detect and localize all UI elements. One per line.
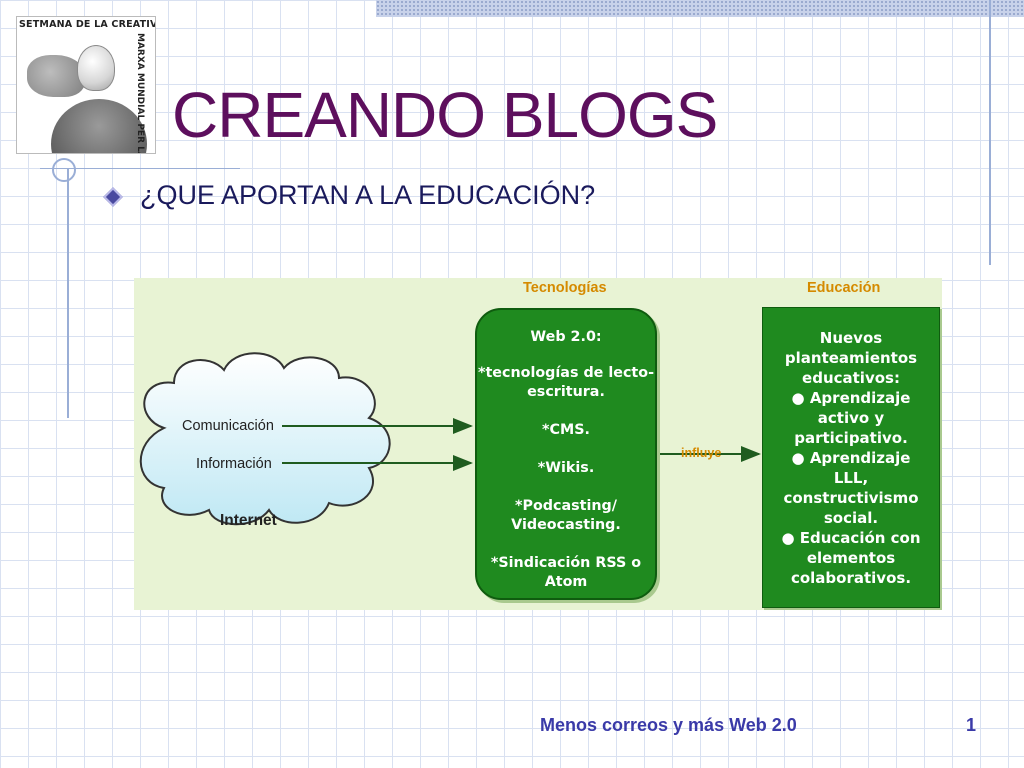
logo-top-text: SETMANA DE LA CREATIVITITAT [19, 19, 155, 30]
diagram-graphics [139, 352, 761, 526]
logo-hand-image [27, 55, 85, 97]
edu-line: colaborativos. [790, 569, 912, 587]
tech-item: *Wikis. [537, 460, 595, 476]
edu-line: LLL, [833, 469, 869, 487]
cloud-shape [139, 352, 391, 526]
column-label-tecnologias: Tecnologías [523, 280, 607, 296]
logo-head-image [51, 99, 147, 153]
logo-side-text: MARXA MUNDIAL PER LA PAU [135, 33, 145, 154]
tech-item: *Sindicación RSS o Atom [490, 555, 642, 590]
edu-box: Nuevos planteamientos educativos: ● Apre… [762, 307, 940, 608]
edu-line: activo y [817, 409, 885, 427]
logo: SETMANA DE LA CREATIVITITAT MARXA MUNDIA… [16, 16, 156, 154]
label-internet: Internet [220, 512, 277, 529]
label-influye: influye [681, 446, 722, 460]
decorative-vertical-line-left [67, 168, 69, 418]
top-decorative-band [376, 0, 1024, 17]
edu-line: constructivismo [783, 489, 919, 507]
edu-line: participativo. [794, 429, 908, 447]
edu-line: ● Aprendizaje [791, 389, 911, 407]
tech-item: *CMS. [542, 422, 590, 438]
footer-text: Menos correos y más Web 2.0 [540, 715, 797, 735]
decorative-horizontal-line [40, 168, 240, 169]
edu-line: Nuevos [819, 329, 883, 347]
page-number: 1 [966, 715, 977, 735]
label-comunicacion: Comunicación [182, 418, 274, 434]
tech-item: *Podcasting/ Videocasting. [511, 498, 621, 533]
column-label-educacion: Educación [807, 280, 881, 296]
tech-box-title: Web 2.0: [530, 329, 602, 345]
diamond-bullet-icon [103, 187, 123, 207]
edu-line: ● Educación con [781, 529, 921, 547]
tech-box: Web 2.0: *tecnologías de lecto-escritura… [475, 308, 657, 600]
edu-line: elementos [806, 549, 896, 567]
edu-line: social. [823, 509, 879, 527]
tech-item: *tecnologías de lecto-escritura. [477, 365, 655, 400]
decorative-ring [52, 158, 76, 182]
lightbulb-icon [77, 45, 115, 91]
diagram: Tecnologías Educación Comunicación Infor… [134, 278, 942, 610]
label-informacion: Información [196, 456, 272, 472]
edu-line: educativos: [802, 369, 900, 387]
decorative-vertical-line [989, 0, 991, 265]
page-title: CREANDO BLOGS [172, 79, 718, 151]
edu-line: ● Aprendizaje [791, 449, 911, 467]
bullet-text: ¿QUE APORTAN A LA EDUCACIÓN? [140, 180, 596, 210]
edu-line: planteamientos [784, 349, 918, 367]
